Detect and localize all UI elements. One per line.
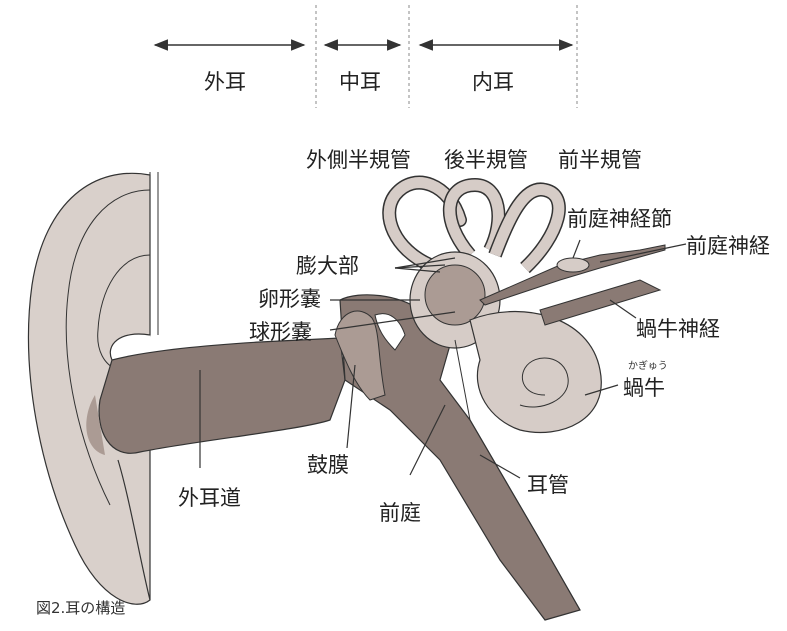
label-cochlea-ruby: かぎゅう: [628, 357, 668, 372]
label-saccule: 球形嚢: [249, 316, 312, 346]
label-lateral-canal: 外側半規管: [306, 144, 411, 174]
label-utricle: 卵形嚢: [258, 283, 321, 313]
section-label-inner: 内耳: [472, 66, 514, 96]
label-vestibular-nerve: 前庭神経: [686, 230, 770, 260]
section-label-outer: 外耳: [204, 66, 246, 96]
label-cochlea: 蝸牛: [623, 372, 665, 402]
label-cochlear-nerve: 蝸牛神経: [636, 313, 720, 343]
label-eustachian-tube: 耳管: [527, 469, 569, 499]
label-ear-canal: 外耳道: [178, 482, 241, 512]
cochlea-shape: [470, 312, 601, 433]
figure-caption: 図2.耳の構造: [36, 597, 125, 618]
label-ampulla: 膨大部: [296, 250, 359, 280]
label-vestibule: 前庭: [379, 497, 421, 527]
semicircular-canals: [389, 183, 559, 268]
label-eardrum: 鼓膜: [307, 449, 349, 479]
label-anterior-canal: 前半規管: [558, 144, 642, 174]
section-label-middle: 中耳: [339, 66, 381, 96]
label-vestibular-ganglion: 前庭神経節: [567, 203, 672, 233]
label-posterior-canal: 後半規管: [444, 144, 528, 174]
